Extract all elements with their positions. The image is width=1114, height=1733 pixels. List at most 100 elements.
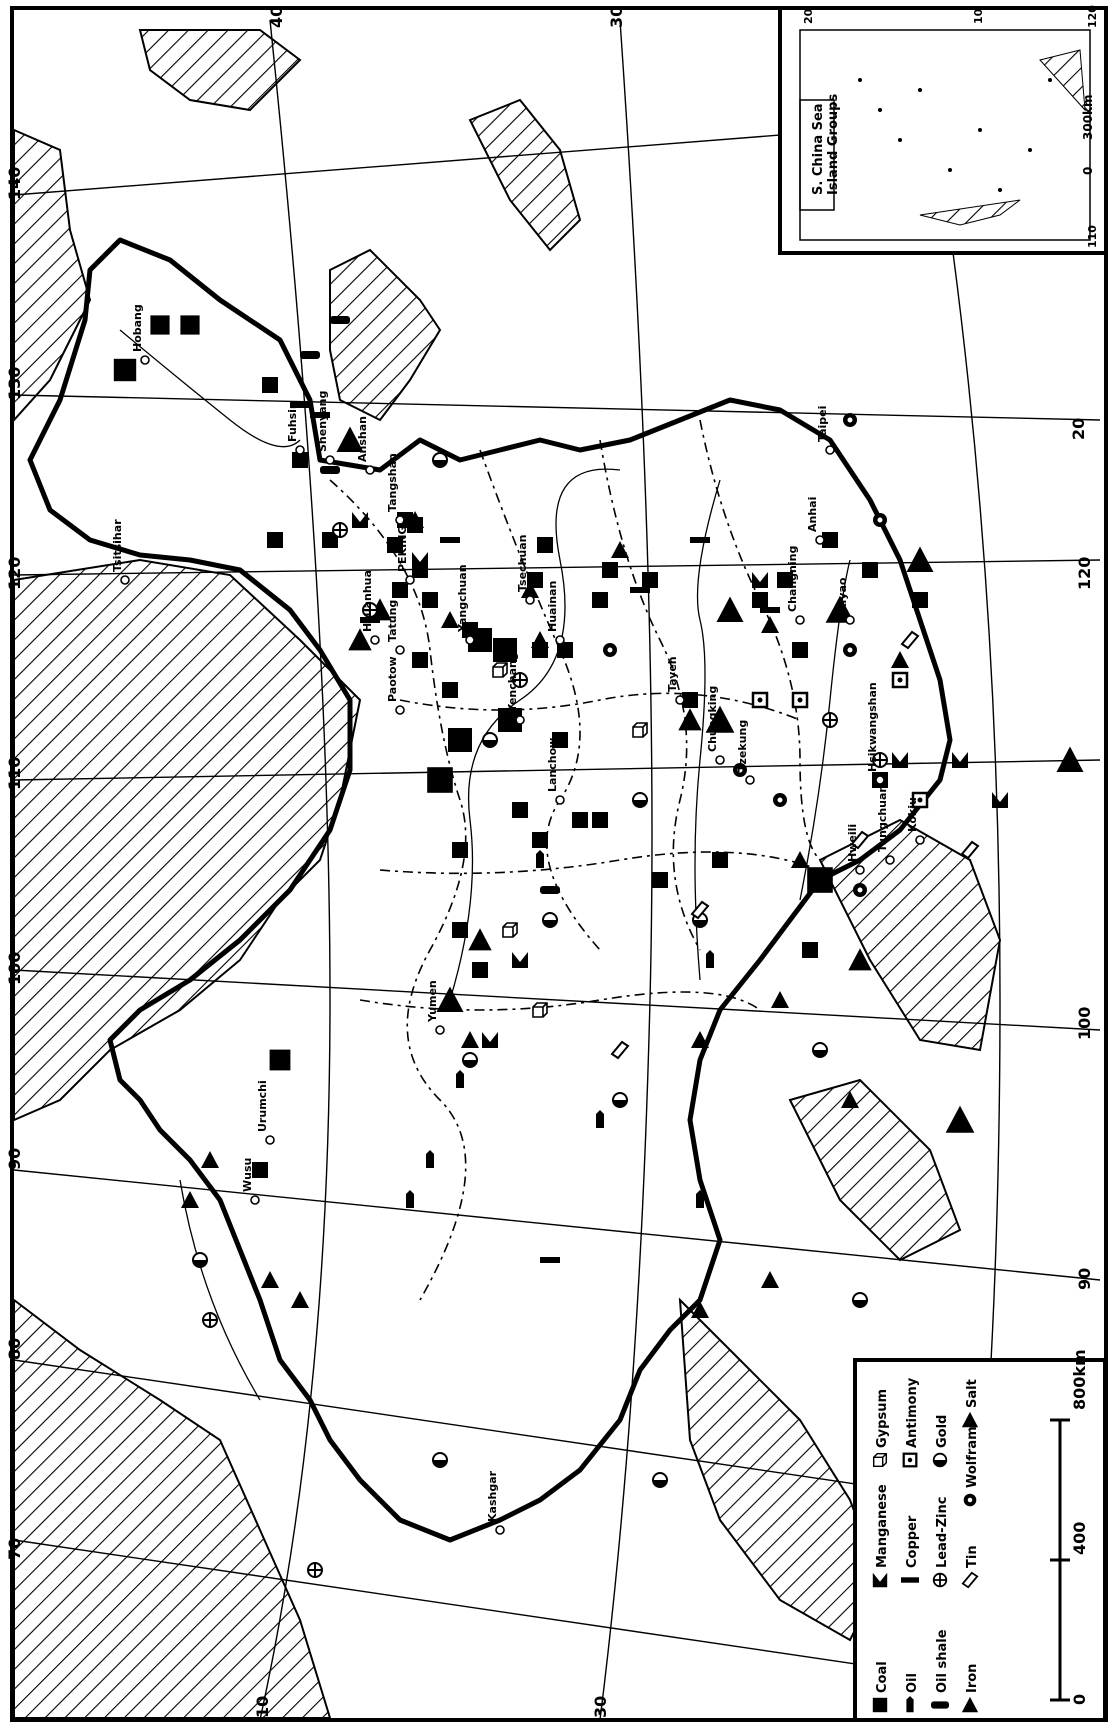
legend-oil_shale-label: Oil shale bbox=[935, 1629, 950, 1693]
tin-symbol bbox=[850, 830, 870, 850]
antimony-symbol bbox=[911, 791, 929, 809]
coal-symbol bbox=[150, 315, 170, 335]
salt-symbol bbox=[441, 611, 459, 628]
lon-90-right: 90 bbox=[1075, 1268, 1094, 1290]
salt-symbol bbox=[181, 1191, 199, 1208]
antimony-symbol bbox=[751, 691, 769, 709]
legend-oil_shale-symbol bbox=[931, 1701, 949, 1709]
oil-symbol bbox=[706, 950, 714, 968]
gold-symbol bbox=[432, 452, 448, 468]
iron-symbol bbox=[611, 541, 629, 558]
legend-coal-label: Coal bbox=[875, 1661, 890, 1693]
gold-symbol bbox=[432, 1452, 448, 1468]
map-border bbox=[10, 6, 1108, 1722]
inset-scale-0: 0 bbox=[1081, 167, 1095, 175]
legend-tin-label: Tin bbox=[965, 1545, 980, 1568]
salt-symbol bbox=[436, 986, 464, 1012]
city-label-changning: Changning bbox=[786, 546, 799, 612]
city-symbol bbox=[555, 635, 565, 645]
city-label-hsikwangshan: Hsikwangshan bbox=[866, 682, 879, 772]
coal-symbol bbox=[392, 582, 408, 598]
salt-symbol bbox=[468, 928, 492, 951]
lon-70: 70 bbox=[5, 1538, 24, 1560]
wolfram-symbol bbox=[873, 513, 887, 527]
coal-symbol bbox=[912, 592, 928, 608]
salt-symbol bbox=[891, 651, 909, 668]
city-symbol bbox=[845, 615, 855, 625]
city-symbol bbox=[495, 1525, 505, 1535]
lat-30-top: 30 bbox=[607, 6, 626, 28]
coal-symbol bbox=[862, 562, 878, 578]
gold-symbol bbox=[462, 1052, 478, 1068]
legend-manganese-symbol bbox=[872, 1572, 888, 1588]
city-label-hobanga: Hobang bbox=[131, 304, 144, 352]
meridian-110 bbox=[13, 759, 1101, 781]
city-label-tzekung: Tzekung bbox=[736, 720, 749, 772]
copper-symbol bbox=[630, 587, 650, 593]
gypsum-symbol bbox=[492, 662, 508, 678]
lead_zinc-symbol bbox=[822, 712, 838, 728]
antimony-symbol bbox=[891, 671, 909, 689]
gold-symbol bbox=[812, 1042, 828, 1058]
coal-symbol bbox=[472, 962, 488, 978]
lat-20-right: 20 bbox=[1069, 418, 1088, 440]
oil-symbol bbox=[596, 1110, 604, 1128]
coal-symbol bbox=[322, 532, 338, 548]
mineral-symbols bbox=[113, 315, 1084, 1578]
antimony-symbol bbox=[791, 691, 809, 709]
legend-iron-symbol bbox=[961, 1696, 979, 1713]
legend-iron-label: Iron bbox=[965, 1664, 980, 1693]
copper-symbol bbox=[360, 617, 380, 623]
city-label-yenchang: Yenchang bbox=[506, 652, 519, 713]
coal-symbol bbox=[427, 767, 453, 793]
oil-symbol bbox=[406, 1190, 414, 1208]
gypsum-symbol bbox=[502, 922, 518, 938]
city-label-hsuanhua: Hsuanhua bbox=[361, 570, 374, 632]
legend-lead_zinc-symbol bbox=[932, 1572, 948, 1588]
coal-symbol bbox=[792, 642, 808, 658]
gold-symbol bbox=[632, 792, 648, 808]
coal-symbol bbox=[532, 832, 548, 848]
coal-symbol bbox=[442, 682, 458, 698]
tin-symbol bbox=[900, 630, 920, 650]
city-symbol bbox=[370, 635, 380, 645]
city-label-kiyao: Kiyao bbox=[836, 577, 849, 612]
city-label-chungking: Chungking bbox=[706, 686, 719, 752]
inset-title-line1: S. China Sea bbox=[811, 103, 826, 195]
coal-symbol bbox=[682, 692, 698, 708]
city-symbol bbox=[395, 515, 405, 525]
copper-symbol bbox=[440, 537, 460, 543]
legend-antimony-symbol bbox=[902, 1452, 918, 1468]
copper-symbol bbox=[310, 412, 330, 418]
legend-gypsum-symbol bbox=[872, 1452, 888, 1468]
city-symbol bbox=[745, 775, 755, 785]
legend-wolfram-label: Wolfram bbox=[965, 1426, 980, 1488]
legend-tin-symbol bbox=[961, 1571, 979, 1589]
salt-symbol bbox=[461, 1031, 479, 1048]
meridian-90 bbox=[13, 1169, 1101, 1281]
manganese-symbol bbox=[992, 792, 1008, 808]
iron-symbol bbox=[761, 1271, 779, 1288]
city-symbol bbox=[465, 635, 475, 645]
coal-symbol bbox=[552, 732, 568, 748]
oil_shale-symbol bbox=[540, 886, 560, 894]
oil_shale-symbol bbox=[320, 466, 340, 474]
salt-symbol bbox=[841, 1091, 859, 1108]
city-symbol bbox=[405, 575, 415, 585]
city-label-yumen: Yumen bbox=[426, 980, 439, 1023]
city-symbol bbox=[365, 465, 375, 475]
inset-tick-120: 120 bbox=[1086, 5, 1099, 28]
city-label-tsechuan: Tsechuan bbox=[516, 535, 529, 593]
manganese-symbol bbox=[352, 512, 368, 528]
legend-salt-symbol bbox=[961, 1411, 979, 1428]
lon-120: 120 bbox=[5, 557, 24, 590]
coal-symbol bbox=[387, 537, 403, 553]
coal-symbol bbox=[752, 592, 768, 608]
salt-symbol bbox=[691, 1031, 709, 1048]
city-symbol bbox=[140, 355, 150, 365]
gold-symbol bbox=[852, 1292, 868, 1308]
coal-symbol bbox=[452, 842, 468, 858]
lat-10-bottom: 10 bbox=[253, 1696, 272, 1718]
city-symbol bbox=[675, 695, 685, 705]
coal-symbol bbox=[252, 1162, 268, 1178]
